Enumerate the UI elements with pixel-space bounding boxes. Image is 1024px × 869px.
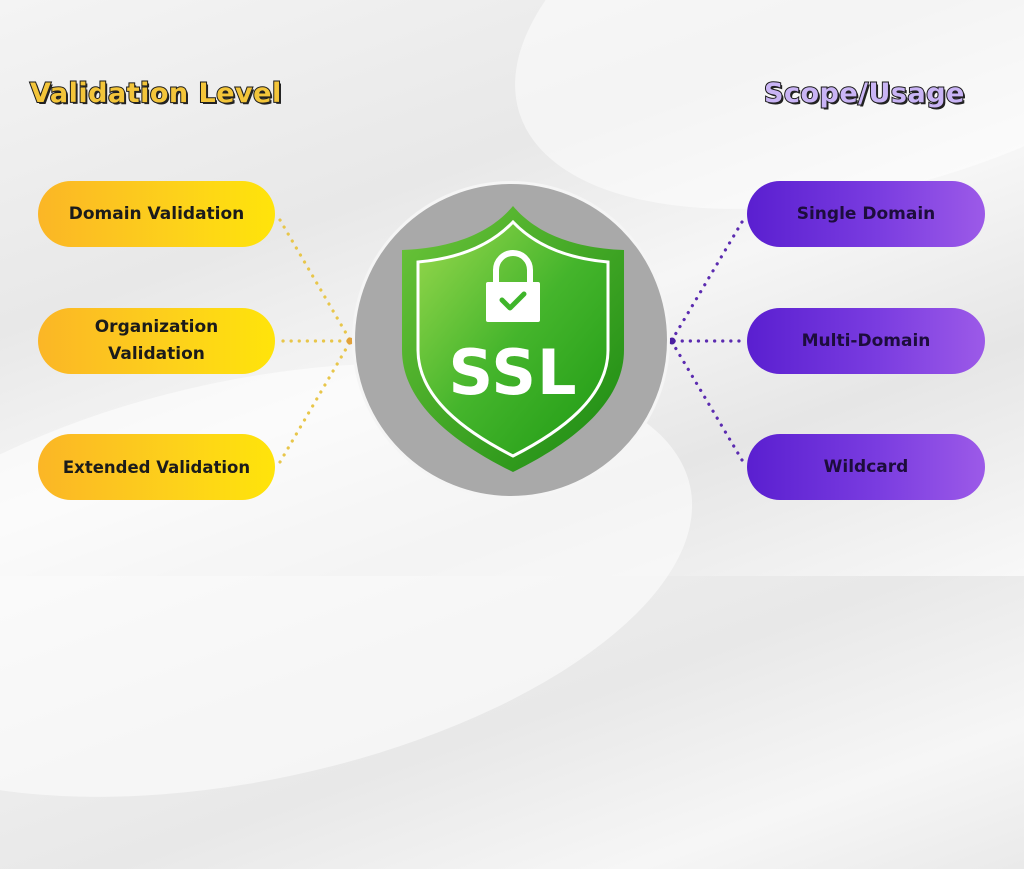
single-domain-pill: Single Domain bbox=[747, 181, 985, 247]
pill-label: Organization Validation bbox=[94, 317, 219, 364]
connector-ev bbox=[278, 340, 352, 464]
ssl-label: SSL bbox=[448, 336, 578, 409]
pill-label: Multi-Domain bbox=[801, 330, 931, 351]
wildcard-pill: Wildcard bbox=[747, 434, 985, 500]
domain-validation-pill: Domain Validation bbox=[38, 181, 275, 247]
multi-domain-pill: Multi-Domain bbox=[747, 308, 985, 374]
connector-lines bbox=[278, 218, 744, 464]
scope-usage-heading: Scope/Usage bbox=[763, 77, 965, 110]
connector-dv bbox=[278, 218, 352, 342]
shield-lock-check-icon bbox=[402, 206, 624, 472]
pill-label: Wildcard bbox=[823, 456, 909, 477]
pill-label: Extended Validation bbox=[62, 457, 251, 477]
validation-level-heading: Validation Level bbox=[29, 77, 282, 110]
connector-single bbox=[670, 220, 744, 342]
organization-validation-pill: Organization Validation bbox=[38, 308, 275, 374]
pill-label: Single Domain bbox=[796, 203, 936, 224]
pill-label: Domain Validation bbox=[68, 203, 245, 224]
extended-validation-pill: Extended Validation bbox=[38, 434, 275, 500]
connector-wildcard bbox=[670, 340, 744, 462]
